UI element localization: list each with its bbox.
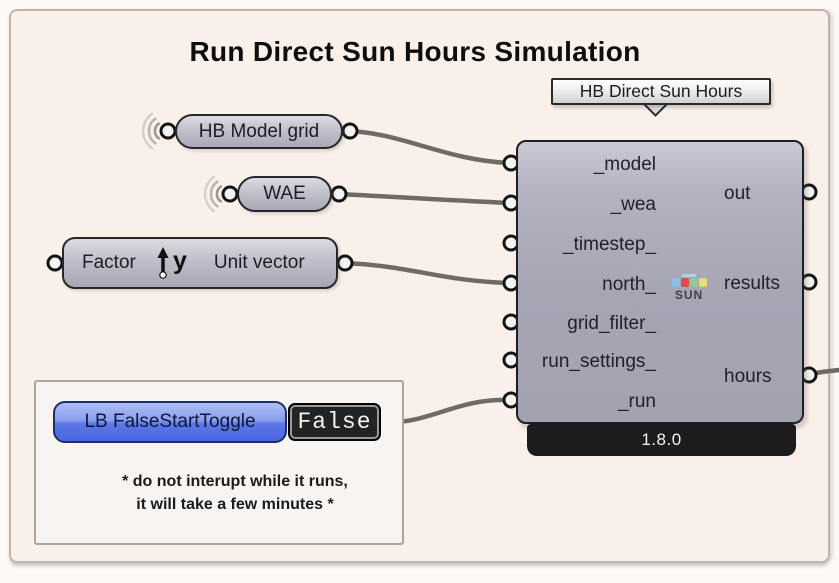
wireless-arcs-model-grid <box>141 112 161 150</box>
version-badge: 1.8.0 <box>527 424 796 456</box>
unit-vector-input-label: Factor <box>82 252 136 273</box>
input-label-timestep: _timestep_ <box>563 234 656 255</box>
model-grid-output-knob[interactable] <box>341 122 359 140</box>
wea-input-knob[interactable] <box>221 185 239 203</box>
input-label-north: north_ <box>602 274 656 295</box>
sun-icon: SUN <box>668 268 710 308</box>
output-label-results: results <box>724 273 780 294</box>
warning-note: * do not interupt while it runs, it will… <box>55 470 415 516</box>
hb-direct-sun-hours-component[interactable]: _model _wea _timestep_ north_ grid_filte… <box>516 140 804 456</box>
input-label-wea: _wea <box>610 194 656 215</box>
unit-vector-output-label: Unit vector <box>213 252 305 273</box>
input-label-run-settings: run_settings_ <box>541 351 656 372</box>
warning-note-line2: it will take a few minutes * <box>136 496 334 513</box>
unit-vector-input-knob[interactable] <box>46 254 64 272</box>
wea-param[interactable]: WAE <box>237 176 332 212</box>
wireless-arcs-wea <box>203 175 223 213</box>
page-title: Run Direct Sun Hours Simulation <box>189 36 641 67</box>
svg-text:y: y <box>173 247 187 275</box>
wire-unitvector-to-north <box>342 260 512 286</box>
hb-model-grid-param[interactable]: HB Model grid <box>175 114 343 149</box>
toggle-label: LB FalseStartToggle <box>84 411 256 432</box>
toggle-value-button[interactable]: False <box>288 403 381 441</box>
toggle-value-text: False <box>297 409 372 435</box>
model-grid-input-knob[interactable] <box>159 122 177 140</box>
false-start-toggle[interactable]: LB FalseStartToggle <box>53 401 287 443</box>
unit-y-vector-icon: y <box>154 245 194 281</box>
wea-label: WAE <box>263 183 306 204</box>
input-label-model: _model <box>593 154 656 175</box>
sun-icon-text: SUN <box>674 288 704 302</box>
wea-output-knob[interactable] <box>330 185 348 203</box>
input-label-grid-filter: grid_filter_ <box>567 313 656 334</box>
input-label-run: _run <box>617 391 656 412</box>
wire-modelgrid-to-model <box>347 128 512 166</box>
version-text: 1.8.0 <box>641 430 682 449</box>
hb-model-grid-label: HB Model grid <box>198 120 320 142</box>
warning-note-line1: * do not interupt while it runs, <box>122 473 348 490</box>
wire-wea-to-wea <box>336 191 512 206</box>
wire-toggle-to-run <box>384 397 512 425</box>
output-label-out: out <box>724 183 751 204</box>
component-name-tooltip: HB Direct Sun Hours <box>551 78 771 105</box>
unit-y-vector-component[interactable]: Factor y Unit vector <box>62 237 338 289</box>
unit-vector-output-knob[interactable] <box>336 254 354 272</box>
output-label-hours: hours <box>724 366 772 387</box>
tooltip-label: HB Direct Sun Hours <box>579 81 743 101</box>
